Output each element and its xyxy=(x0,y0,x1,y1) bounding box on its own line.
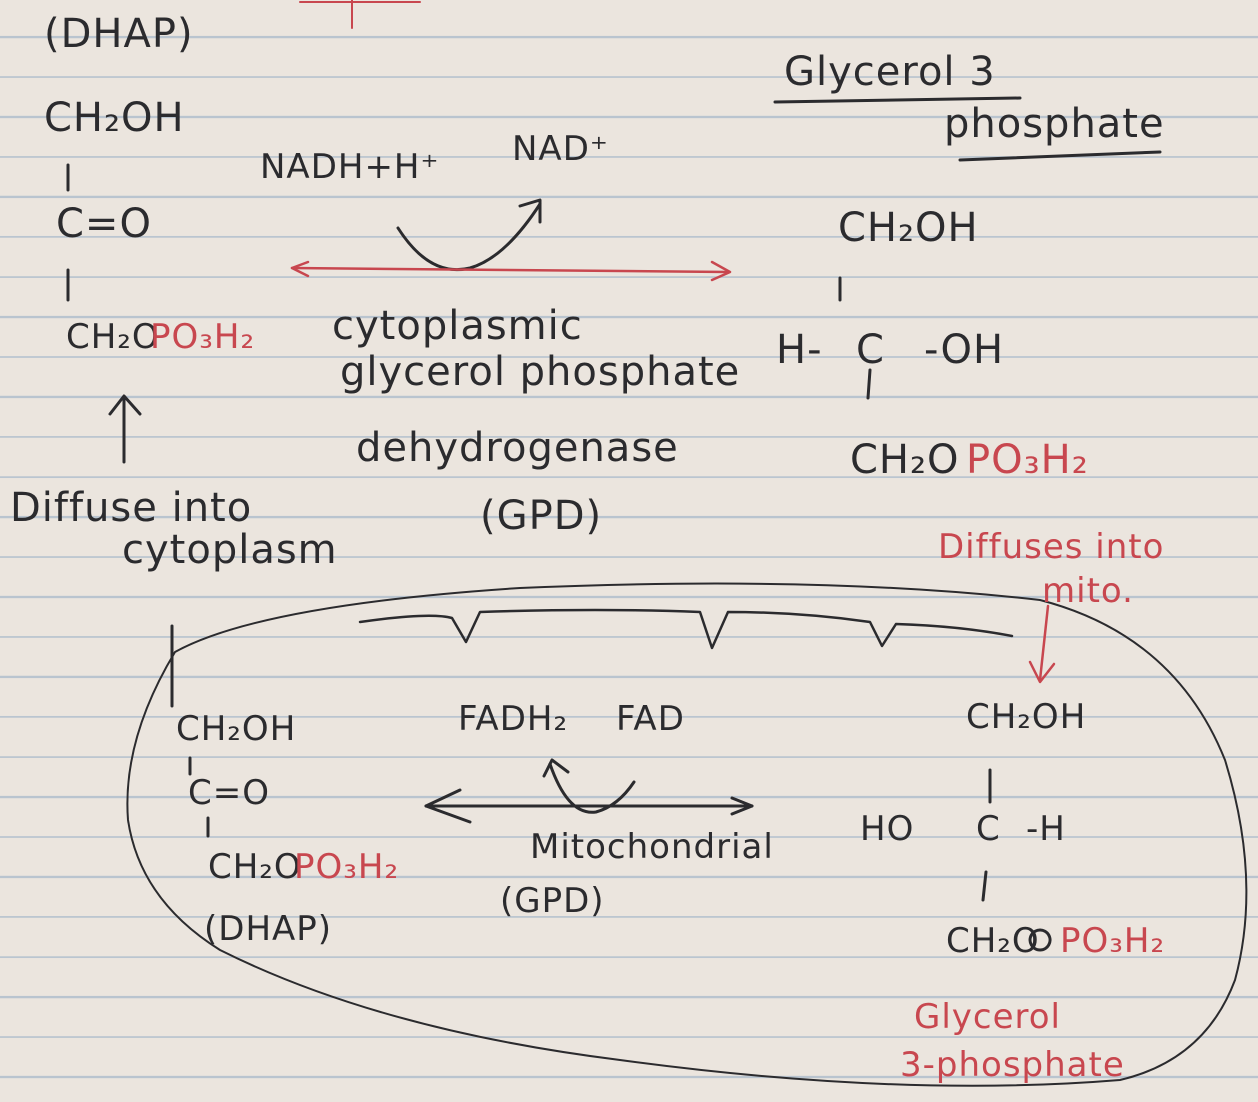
mito-dhap-po3h2: PO₃H₂ xyxy=(294,847,400,887)
dhap-ch2oh: CH₂OH xyxy=(44,95,185,141)
g3p-ch2oh: CH₂OH xyxy=(838,205,979,251)
arrow-head xyxy=(542,758,570,778)
fadh-curved-arrow xyxy=(548,762,636,814)
mito-g3p-ch2o: CH₂O xyxy=(946,921,1040,961)
arrow-head xyxy=(730,796,754,816)
circle-mark xyxy=(1028,928,1052,952)
g3p-oh: -OH xyxy=(924,327,1005,373)
dhap-carbonyl: C=O xyxy=(56,201,152,247)
arrow-head xyxy=(108,394,142,416)
mitochondrion-outline xyxy=(126,582,1248,1087)
g3p-carbon: C xyxy=(856,327,885,373)
mito-g3p-label-line-2: 3-phosphate xyxy=(900,1045,1125,1085)
enzyme-line-1: cytoplasmic xyxy=(332,303,583,349)
diffuse-cyto-line-2: cytoplasm xyxy=(122,527,338,573)
nadh-label: NADH+H⁺ xyxy=(260,147,440,187)
diffuse-mito-line-2: mito. xyxy=(1042,571,1134,611)
nad-label: NAD⁺ xyxy=(512,129,609,169)
mito-g3p-po3h2: PO₃H₂ xyxy=(1060,921,1166,961)
inner-membrane xyxy=(358,608,1014,650)
enzyme-line-2: glycerol phosphate xyxy=(340,349,741,395)
mito-dhap-carbonyl: C=O xyxy=(188,773,270,813)
underline xyxy=(773,96,1022,104)
mito-g3p-h: -H xyxy=(1026,809,1066,849)
red-reversible-arrow xyxy=(290,266,730,274)
dhap-label: (DHAP) xyxy=(44,11,194,57)
g3p-ch2o: CH₂O xyxy=(850,437,960,483)
enzyme-line-4: (GPD) xyxy=(480,493,603,539)
mito-enzyme-line-2: (GPD) xyxy=(500,881,605,921)
arrow-head xyxy=(290,260,310,278)
g3p-po3h2: PO₃H₂ xyxy=(966,437,1089,483)
red-down-arrow xyxy=(1038,604,1050,682)
mito-g3p-label-line-1: Glycerol xyxy=(914,997,1062,1037)
mito-enzyme-line-1: Mitochondrial xyxy=(530,827,774,867)
fadh2-label: FADH₂ xyxy=(458,699,569,739)
mito-dhap-ch2o: CH₂O xyxy=(208,847,302,887)
fad-label: FAD xyxy=(616,699,685,739)
bond-line xyxy=(866,368,872,400)
nadh-curved-arrow xyxy=(396,202,542,272)
underline xyxy=(958,150,1162,162)
bond-line xyxy=(981,870,988,902)
dhap-po3h2: PO₃H₂ xyxy=(150,317,256,357)
dhap-ch2o: CH₂O xyxy=(66,317,160,357)
arrow-head xyxy=(1028,660,1056,684)
g3p-title-line-2: phosphate xyxy=(944,101,1165,147)
arrow-head xyxy=(424,788,472,824)
g3p-h: H- xyxy=(776,327,823,373)
mito-dhap-ch2oh: CH₂OH xyxy=(176,709,297,749)
mito-g3p-carbon: C xyxy=(976,809,1001,849)
enzyme-line-3: dehydrogenase xyxy=(356,425,679,471)
g3p-title-line-1: Glycerol 3 xyxy=(784,49,996,95)
mito-dhap-label: (DHAP) xyxy=(204,909,333,949)
arrow-head xyxy=(710,260,732,282)
mito-g3p-ho: HO xyxy=(860,809,915,849)
arrow-head xyxy=(518,198,542,224)
diffuse-mito-line-1: Diffuses into xyxy=(938,527,1165,567)
mito-g3p-ch2oh: CH₂OH xyxy=(966,697,1087,737)
diffuse-cyto-line-1: Diffuse into xyxy=(10,485,253,531)
